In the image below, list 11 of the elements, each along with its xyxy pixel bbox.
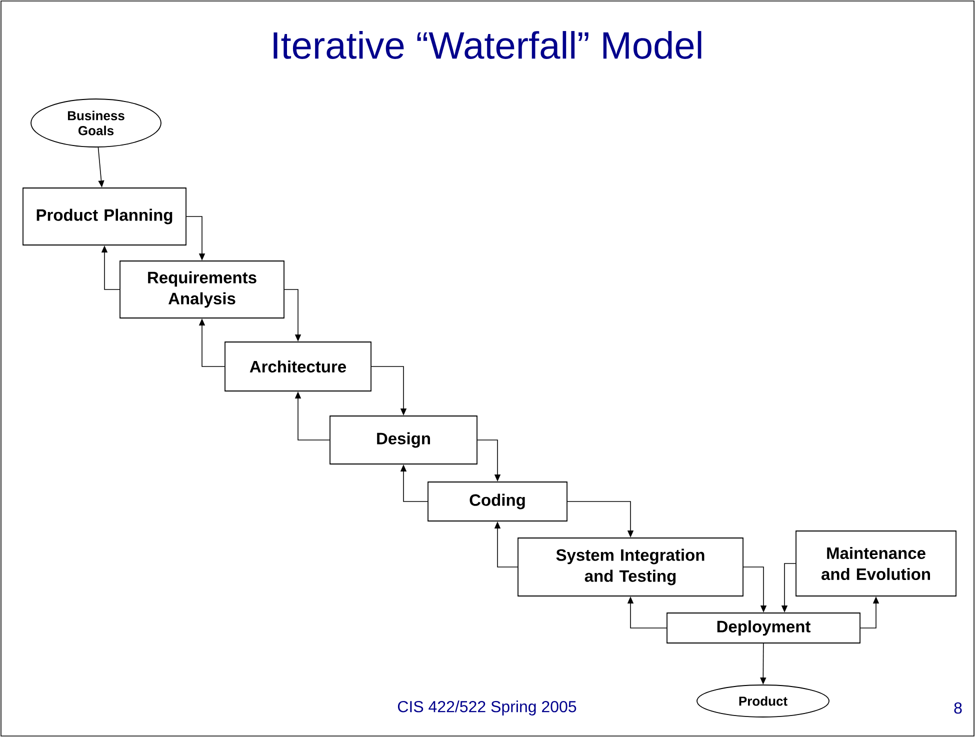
process-box: Architecture xyxy=(224,342,372,392)
process-box: Product Planning xyxy=(22,188,186,246)
title: Iterative “Waterfall” Model xyxy=(274,31,702,59)
process-box: Design xyxy=(330,416,478,464)
process-box: Deployment xyxy=(666,612,860,644)
page-number: 8 xyxy=(954,702,962,714)
process-box: System Integration and Testing xyxy=(518,538,744,596)
process-box: Maintenance and Evolution xyxy=(796,530,956,596)
process-box: Coding xyxy=(428,482,568,522)
process-box: Requirements Analysis xyxy=(120,260,284,318)
footer-text: CIS 422/522 Spring 2005 xyxy=(398,700,576,716)
